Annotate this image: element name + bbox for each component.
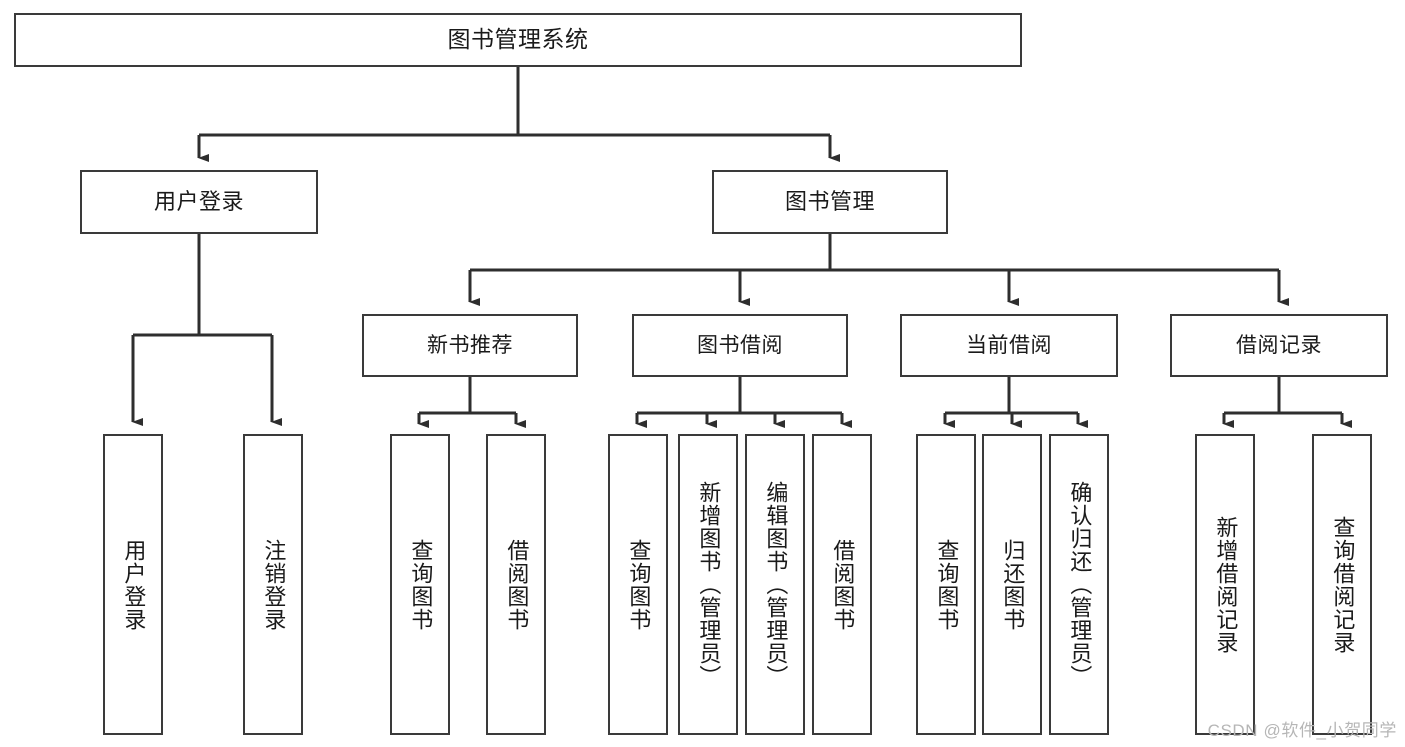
node-label: 编辑图书（管理员） [763, 481, 789, 688]
node-borrow-record[interactable]: 借阅记录 [1170, 314, 1388, 377]
node-label: 归还图书 [1000, 538, 1026, 631]
node-label: 图书管理系统 [447, 26, 589, 53]
leaf-query-book-recommend[interactable]: 查询图书 [390, 434, 450, 735]
leaf-return-book[interactable]: 归还图书 [982, 434, 1042, 735]
node-label: 新增图书（管理员） [696, 481, 722, 688]
leaf-borrow-book[interactable]: 借阅图书 [812, 434, 872, 735]
leaf-user-login[interactable]: 用户登录 [103, 434, 163, 735]
node-user-login[interactable]: 用户登录 [80, 170, 318, 234]
leaf-query-borrow-record[interactable]: 查询借阅记录 [1312, 434, 1372, 735]
leaf-confirm-return-admin[interactable]: 确认归还（管理员） [1049, 434, 1109, 735]
leaf-borrow-book-recommend[interactable]: 借阅图书 [486, 434, 546, 735]
node-label: 当前借阅 [966, 333, 1052, 357]
node-label: 新书推荐 [427, 333, 513, 357]
node-label: 用户登录 [121, 538, 147, 631]
leaf-logout[interactable]: 注销登录 [243, 434, 303, 735]
node-label: 查询图书 [626, 538, 652, 631]
leaf-query-book-borrow[interactable]: 查询图书 [608, 434, 668, 735]
node-label: 借阅图书 [830, 538, 856, 631]
node-label: 注销登录 [261, 538, 287, 631]
leaf-add-book-admin[interactable]: 新增图书（管理员） [678, 434, 738, 735]
node-label: 图书管理 [784, 188, 875, 214]
node-label: 借阅图书 [504, 538, 530, 631]
node-label: 查询图书 [408, 538, 434, 631]
node-book-management-system[interactable]: 图书管理系统 [14, 13, 1022, 67]
node-label: 借阅记录 [1236, 333, 1322, 357]
watermark: CSDN @软件_小贺同学 [1207, 721, 1397, 740]
leaf-query-book-current[interactable]: 查询图书 [916, 434, 976, 735]
leaf-add-borrow-record[interactable]: 新增借阅记录 [1195, 434, 1255, 735]
leaf-edit-book-admin[interactable]: 编辑图书（管理员） [745, 434, 805, 735]
node-book-management[interactable]: 图书管理 [712, 170, 948, 234]
node-label: 图书借阅 [697, 333, 783, 357]
node-label: 查询借阅记录 [1330, 515, 1356, 654]
node-label: 用户登录 [153, 188, 244, 214]
node-label: 确认归还（管理员） [1067, 481, 1093, 688]
node-book-borrow[interactable]: 图书借阅 [632, 314, 848, 377]
node-new-book-recommend[interactable]: 新书推荐 [362, 314, 578, 377]
node-label: 新增借阅记录 [1213, 515, 1239, 654]
node-current-borrow[interactable]: 当前借阅 [900, 314, 1118, 377]
node-label: 查询图书 [934, 538, 960, 631]
